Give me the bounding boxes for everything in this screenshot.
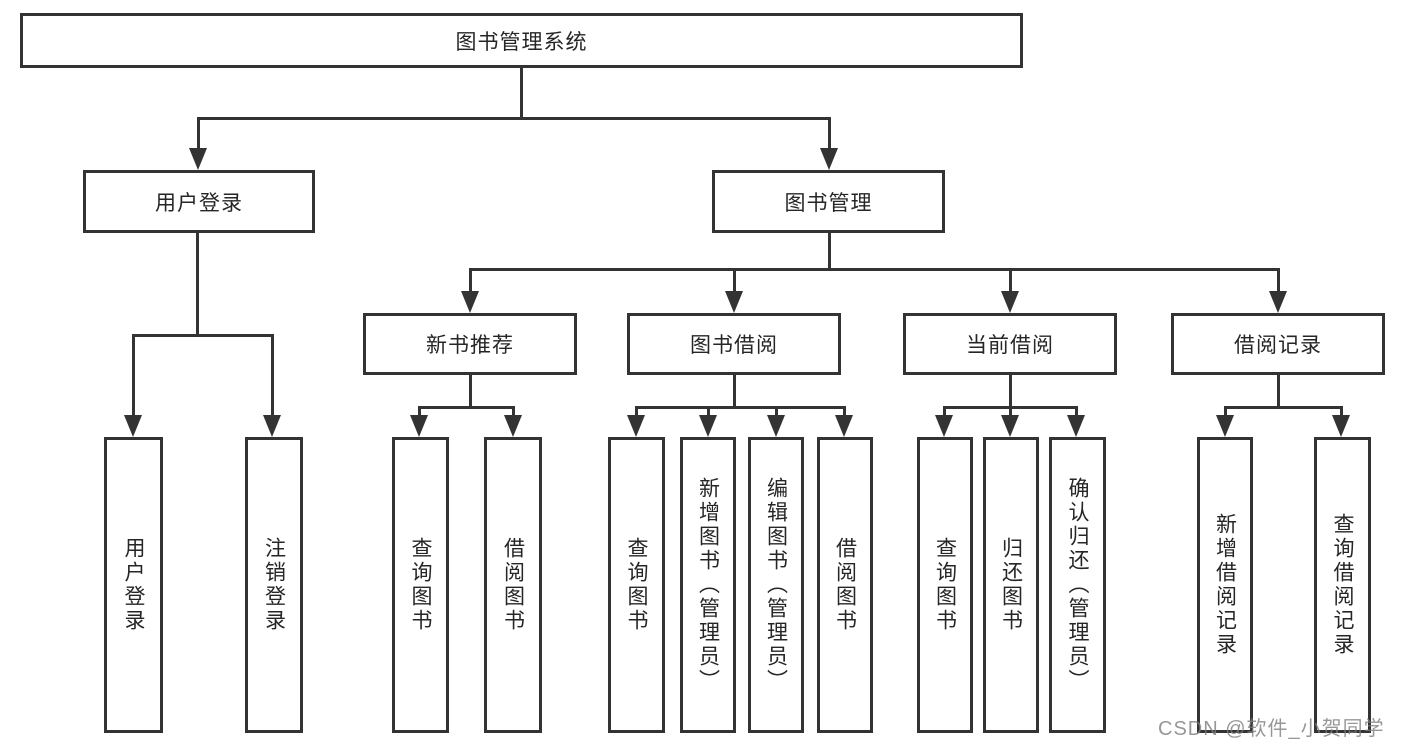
csdn-watermark: CSDN @软件_小贺同学	[1158, 718, 1385, 740]
leaf-logout: 注销登录	[245, 437, 303, 733]
connector-line	[1009, 375, 1012, 409]
leaf-user-login: 用户登录	[104, 437, 163, 733]
connector-line	[1009, 406, 1012, 417]
node-library-system: 图书管理系统	[20, 13, 1023, 68]
connector-line	[1277, 268, 1280, 293]
arrow-down-icon	[1067, 415, 1085, 437]
connector-line	[635, 406, 638, 417]
node-book-borrow: 图书借阅	[627, 313, 841, 375]
connector-line	[943, 406, 946, 417]
arrow-down-icon	[725, 291, 743, 313]
connector-line	[512, 406, 515, 417]
connector-line	[196, 233, 199, 337]
arrow-down-icon	[189, 148, 207, 170]
leaf-borrow-books: 借阅图书	[484, 437, 542, 733]
arrow-down-icon	[820, 148, 838, 170]
arrow-down-icon	[1216, 415, 1234, 437]
connector-line	[635, 406, 846, 409]
connector-line	[469, 375, 472, 409]
connector-line	[469, 268, 1280, 271]
connector-line	[733, 268, 736, 293]
node-book-management: 图书管理	[712, 170, 945, 233]
leaf-confirm-return-admin: 确认归还（管理员）	[1049, 437, 1106, 733]
arrow-down-icon	[263, 415, 281, 437]
connector-line	[271, 334, 274, 415]
connector-line	[843, 406, 846, 417]
leaf-add-borrow-record: 新增借阅记录	[1197, 437, 1253, 733]
arrow-down-icon	[1001, 291, 1019, 313]
leaf-query-books: 查询图书	[917, 437, 973, 733]
connector-line	[775, 406, 778, 417]
connector-line	[828, 233, 831, 271]
connector-line	[418, 406, 421, 417]
node-new-book-recommend: 新书推荐	[363, 313, 577, 375]
connector-line	[197, 117, 200, 150]
connector-line	[197, 117, 831, 120]
arrow-down-icon	[1001, 415, 1019, 437]
leaf-return-books: 归还图书	[983, 437, 1039, 733]
node-current-borrow: 当前借阅	[903, 313, 1117, 375]
connector-line	[1224, 406, 1227, 417]
leaf-borrow-books: 借阅图书	[817, 437, 873, 733]
connector-line	[1224, 406, 1343, 409]
connector-line	[520, 68, 523, 118]
node-borrow-records: 借阅记录	[1171, 313, 1385, 375]
arrow-down-icon	[699, 415, 717, 437]
arrow-down-icon	[835, 415, 853, 437]
connector-line	[132, 334, 274, 337]
connector-line	[828, 117, 831, 150]
connector-line	[1009, 268, 1012, 293]
leaf-edit-books-admin: 编辑图书（管理员）	[748, 437, 804, 733]
connector-line	[1075, 406, 1078, 417]
arrow-down-icon	[767, 415, 785, 437]
connector-line	[132, 334, 135, 415]
leaf-query-borrow-record: 查询借阅记录	[1314, 437, 1371, 733]
arrow-down-icon	[935, 415, 953, 437]
arrow-down-icon	[410, 415, 428, 437]
leaf-query-books: 查询图书	[392, 437, 449, 733]
arrow-down-icon	[124, 415, 142, 437]
arrow-down-icon	[1269, 291, 1287, 313]
arrow-down-icon	[461, 291, 479, 313]
leaf-query-books: 查询图书	[608, 437, 665, 733]
connector-line	[1340, 406, 1343, 417]
arrow-down-icon	[1332, 415, 1350, 437]
leaf-add-books-admin: 新增图书（管理员）	[680, 437, 736, 733]
connector-line	[733, 375, 736, 409]
arrow-down-icon	[504, 415, 522, 437]
node-user-login: 用户登录	[83, 170, 315, 233]
connector-line	[418, 406, 515, 409]
arrow-down-icon	[627, 415, 645, 437]
connector-line	[1277, 375, 1280, 409]
connector-line	[707, 406, 710, 417]
connector-line	[469, 268, 472, 293]
